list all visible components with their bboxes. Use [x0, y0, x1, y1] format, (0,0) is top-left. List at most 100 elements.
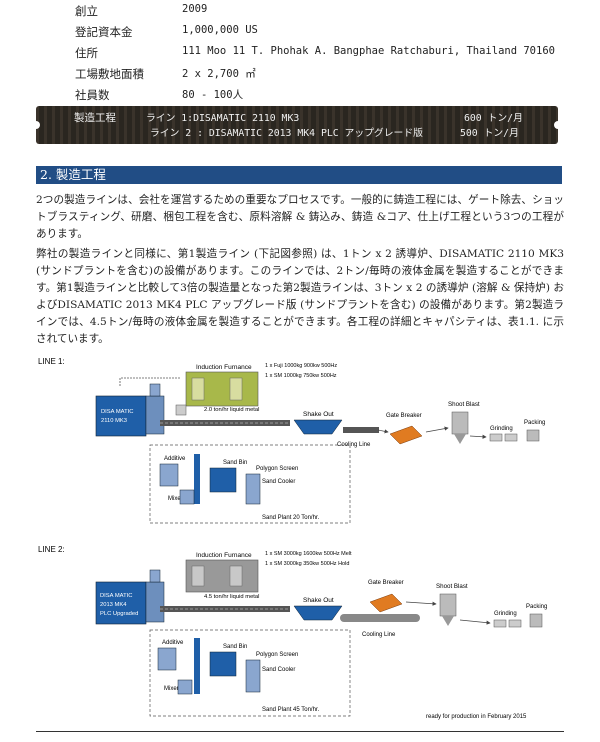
band-notch: [32, 121, 40, 129]
packing-icon: [526, 429, 540, 442]
line2-disamatic-icon: [95, 581, 147, 625]
line1-furnace-icon: [185, 371, 259, 407]
line1-gate-label: Gate Breaker: [386, 413, 422, 419]
line1-sand-plant-label: Sand Plant 20 Ton/hr.: [262, 515, 320, 521]
process-band: 製造工程 ライン 1:DISAMATIC 2110 MK3 600 トン/月 ラ…: [32, 106, 562, 144]
info-label: 住所: [75, 46, 98, 60]
shot-blast-icon: [451, 411, 469, 435]
line2-packing-label: Packing: [526, 604, 547, 610]
info-value: 2009: [182, 3, 208, 15]
line2-gate-label: Gate Breaker: [368, 580, 404, 586]
furnace-unit-icon: [229, 565, 243, 587]
grinding-icon: [504, 433, 518, 442]
mixer-icon: [177, 679, 193, 695]
line1-sand-plant-box: [149, 444, 351, 524]
machine-side-icon: [145, 395, 165, 435]
flow-arrow: [377, 429, 389, 434]
line2-ready-note: ready for production in February 2015: [426, 714, 527, 720]
footer-rule: [36, 731, 564, 732]
mixer-icon: [179, 489, 195, 505]
flow-arrow: [459, 619, 491, 625]
packing-icon: [529, 613, 543, 628]
section-title: 2. 製造工程: [36, 166, 562, 184]
line2-furnace-spec1: 1 x SM 3000kg 1600kw 500Hz Melt: [265, 551, 352, 557]
line2-furnace-spec2: 1 x SM 3000kg 350kw 500Hz Hold: [265, 561, 349, 567]
info-label: 工場敷地面積: [75, 67, 144, 81]
ladle-icon: [175, 404, 187, 416]
sand-cooler-icon: [245, 659, 261, 693]
line1-packing-label: Packing: [524, 420, 545, 426]
shakeout-icon: [293, 419, 343, 435]
gate-breaker-icon: [369, 593, 403, 613]
line2-sand-plant-box: [149, 629, 351, 717]
band-line1: ライン 1:DISAMATIC 2110 MK3: [146, 113, 300, 124]
line2-machine-model: 2013 MK4: [100, 602, 127, 608]
line1-shotblast-label: Shoot Blast: [448, 401, 480, 408]
line1-machine-name: DISA MATIC: [101, 409, 133, 415]
line2-furnace-label: Induction Furnance: [196, 552, 252, 559]
furnace-unit-icon: [191, 565, 205, 587]
line2-label: LINE 2:: [38, 545, 65, 554]
band-line1-capacity: 600 トン/月: [464, 113, 523, 124]
line1-mixer-label: Mixer: [168, 496, 183, 502]
line2-polygon-label: Polygon Screen: [256, 652, 298, 658]
line2-machine-name: DISA MATIC: [100, 593, 132, 599]
band-line2-capacity: 500 トン/月: [460, 128, 519, 139]
line1-cooler-label: Sand Cooler: [262, 479, 295, 485]
hopper-icon: [149, 383, 161, 397]
info-value: 1,000,000 US: [182, 24, 258, 36]
line1-sandbin-label: Sand Bin: [223, 460, 247, 466]
band-notch: [554, 121, 562, 129]
paragraph-lines: 弊社の製造ラインと同様に、第1製造ライン (下記図参照) は、1トン x 2 誘…: [36, 248, 564, 345]
info-label: 社員数: [75, 88, 110, 102]
line1-group: LINE 1: Induction Furnance 1 x Fuji 1000…: [38, 357, 545, 524]
cooling-conveyor: [343, 427, 379, 433]
cooling-line-icon: [340, 614, 420, 622]
production-line-diagram: LINE 1: Induction Furnance 1 x Fuji 1000…: [38, 357, 547, 720]
line1-metal-label: 2.0 ton/hr liquid metal: [204, 407, 259, 413]
flow-arrow: [425, 426, 449, 433]
info-value: 2 x 2,700 ㎡: [182, 68, 256, 80]
additive-icon: [157, 647, 177, 671]
line2-shotblast-label: Shoot Blast: [436, 583, 468, 590]
line1-furnace-label: Induction Furnance: [196, 364, 252, 371]
line2-cooler-label: Sand Cooler: [262, 667, 295, 673]
line2-grinding-label: Grinding: [494, 611, 517, 617]
furnace-unit-icon: [229, 377, 243, 401]
line2-mixer-label: Mixer: [164, 686, 179, 692]
line2-cooling-label: Cooling Line: [362, 632, 396, 638]
flow-arrow: [405, 601, 437, 606]
line1-disamatic-icon: [95, 395, 147, 437]
band-line2: ライン 2 : DISAMATIC 2013 MK4 PLC アップグレード版: [150, 128, 423, 139]
line2-group: LINE 2: Induction Furnance 1 x SM 3000kg…: [38, 545, 547, 720]
grinding-icon: [493, 619, 507, 628]
info-value: 80 - 100人: [182, 89, 244, 101]
info-value: 111 Moo 11 T. Phohak A. Bangphae Ratchab…: [182, 45, 555, 57]
shot-blast-icon: [439, 593, 457, 617]
gate-breaker-icon: [389, 425, 423, 445]
line2-shakeout-label: Shake Out: [303, 597, 334, 604]
flow-arrow: [469, 434, 487, 439]
machine-side-icon: [145, 581, 165, 623]
line2-sand-plant-label: Sand Plant 45 Ton/hr.: [262, 707, 320, 713]
info-label: 登記資本金: [75, 25, 133, 39]
elevator-icon: [194, 454, 200, 504]
line1-additive-label: Additive: [164, 456, 186, 462]
line1-shakeout-label: Shake Out: [303, 411, 334, 418]
grinding-icon: [508, 619, 522, 628]
sand-cooler-icon: [245, 473, 261, 505]
sand-bin-icon: [209, 467, 237, 493]
line1-machine-model: 2110 MK3: [101, 418, 127, 424]
paragraph-intro: 2つの製造ラインは、会社を運営するための重要なプロセスです。一般的に鋳造工程には…: [36, 194, 564, 240]
line1-feed-path: [119, 377, 180, 386]
line2-metal-label: 4.5 ton/hr liquid metal: [204, 594, 259, 600]
line1-grinding-label: Grinding: [490, 426, 513, 432]
furnace-unit-icon: [191, 377, 205, 401]
additive-icon: [159, 463, 179, 487]
hopper-icon: [149, 569, 161, 583]
line1-polygon-label: Polygon Screen: [256, 466, 298, 472]
band-label: 製造工程: [74, 112, 116, 124]
shot-blast-hopper: [442, 616, 454, 626]
line1-label: LINE 1:: [38, 357, 65, 366]
sand-bin-icon: [209, 651, 237, 677]
